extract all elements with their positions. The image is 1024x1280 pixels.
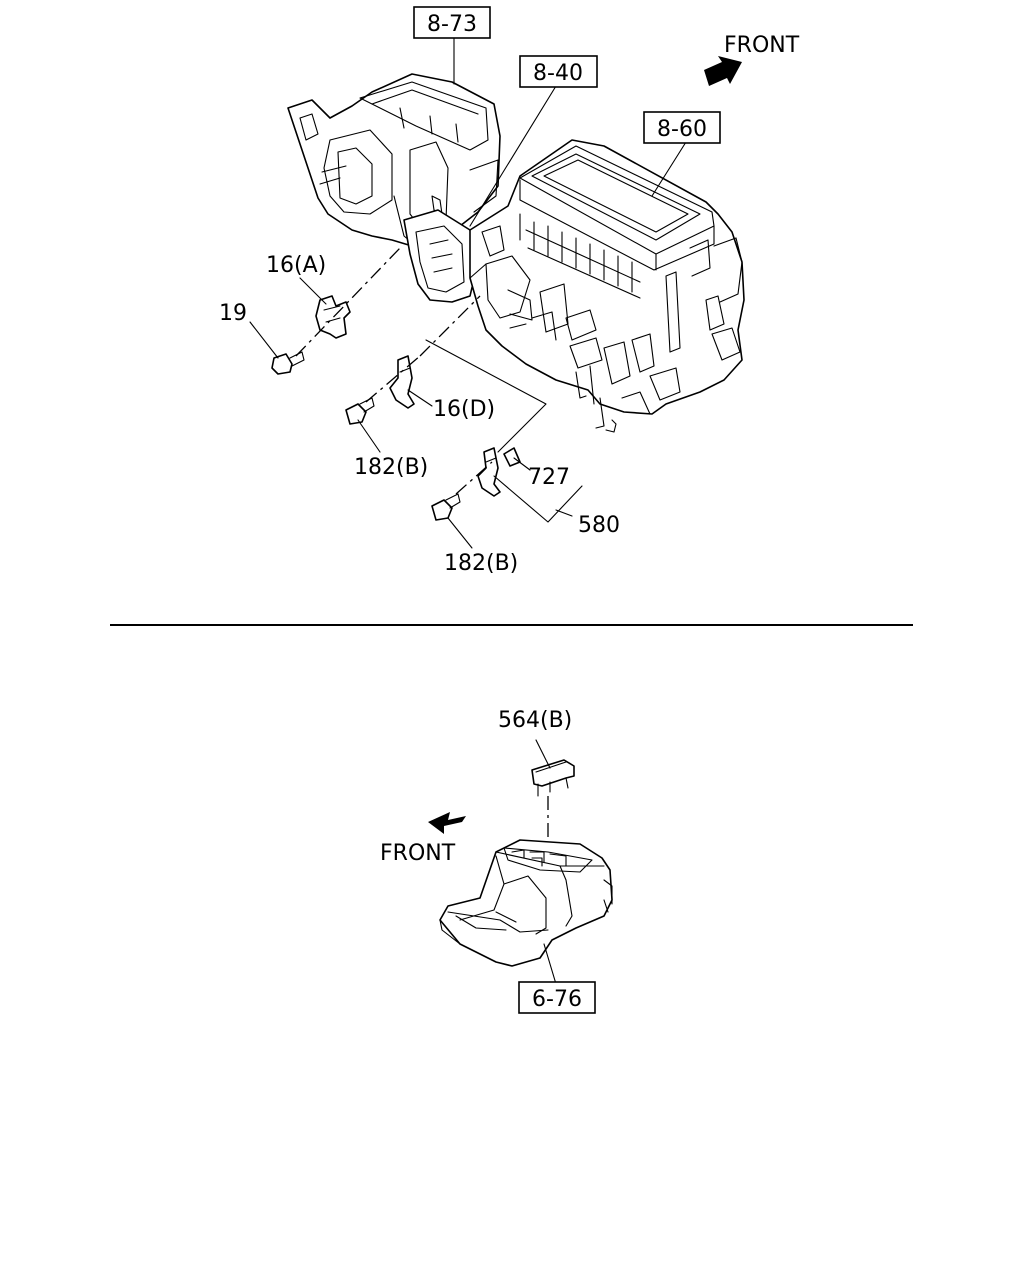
part-label-727[interactable]: 727 bbox=[528, 465, 570, 490]
leader-564b bbox=[535, 739, 551, 769]
console-box bbox=[439, 839, 613, 967]
ref-box-8-40[interactable]: 8-40 bbox=[519, 55, 598, 88]
ref-box-6-76[interactable]: 6-76 bbox=[518, 981, 596, 1014]
bracket-580 bbox=[477, 447, 501, 497]
screw-182b-1 bbox=[345, 397, 375, 425]
part-label-182b-2[interactable]: 182(B) bbox=[444, 551, 518, 576]
clip-564b bbox=[531, 759, 575, 797]
leader-6-76 bbox=[543, 943, 557, 985]
front-label-top: FRONT bbox=[724, 33, 800, 58]
front-arrow-left-icon bbox=[428, 812, 466, 834]
leader-lines-upper bbox=[249, 37, 687, 549]
ref-box-8-73[interactable]: 8-73 bbox=[413, 6, 491, 39]
front-label-bottom: FRONT bbox=[380, 841, 456, 866]
front-indicator-top: FRONT bbox=[704, 33, 800, 86]
ref-label-8-40: 8-40 bbox=[533, 61, 583, 86]
centerline-19 bbox=[295, 247, 401, 357]
bracket-16d bbox=[389, 355, 415, 409]
centerline-182b-1 bbox=[365, 355, 421, 403]
screw-182b-2 bbox=[431, 493, 461, 521]
part-label-564b[interactable]: 564(B) bbox=[498, 708, 572, 733]
screw-19 bbox=[271, 351, 305, 375]
part-label-19[interactable]: 19 bbox=[219, 301, 247, 326]
heater-unit-housing bbox=[469, 139, 745, 433]
front-arrow-right-icon bbox=[704, 56, 742, 86]
centerline-16d bbox=[419, 295, 481, 357]
bracket-16a bbox=[315, 295, 351, 339]
ref-box-8-60[interactable]: 8-60 bbox=[643, 111, 721, 144]
part-label-580[interactable]: 580 bbox=[578, 513, 620, 538]
part-label-182b-1[interactable]: 182(B) bbox=[354, 455, 428, 480]
centerline-182b-2 bbox=[455, 461, 493, 495]
part-label-16d[interactable]: 16(D) bbox=[433, 397, 495, 422]
part-label-16a[interactable]: 16(A) bbox=[266, 253, 326, 278]
ref-label-8-60: 8-60 bbox=[657, 117, 707, 142]
clip-727 bbox=[503, 447, 521, 467]
blower-unit-housing bbox=[287, 73, 501, 247]
ref-label-8-73: 8-73 bbox=[427, 12, 477, 37]
duct-case bbox=[403, 209, 479, 303]
ref-label-6-76: 6-76 bbox=[532, 987, 582, 1012]
group-bracket-line bbox=[425, 339, 547, 453]
front-indicator-bottom: FRONT bbox=[380, 812, 466, 866]
